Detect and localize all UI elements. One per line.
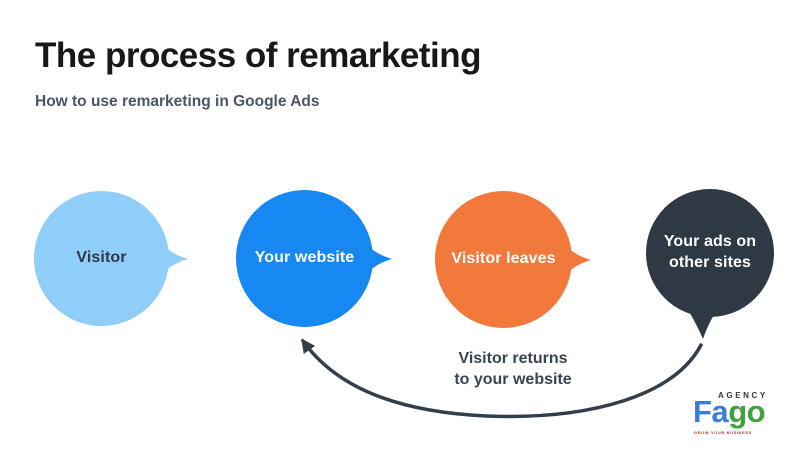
logo-agency-text: AGENCY	[718, 391, 768, 400]
return-note: Visitor returns to your website	[433, 348, 593, 390]
visitor-leaves-label: Visitor leaves	[451, 250, 556, 268]
your-website-label: Your website	[254, 249, 355, 267]
your-website-circle: Your website	[236, 190, 373, 327]
your-website-bubble-tail	[366, 244, 392, 274]
your-ads-circle: Your ads on other sites	[646, 189, 774, 317]
bubble-visitor-leaves: Visitor leaves	[435, 191, 591, 328]
bubble-your-website: Your website	[236, 190, 392, 327]
logo-brand-part1: Fa	[693, 394, 729, 429]
return-note-line2: to your website	[454, 371, 572, 389]
return-note-line1: Visitor returns	[458, 350, 568, 367]
visitor-circle: Visitor	[34, 191, 169, 326]
your-ads-bubble-tail	[683, 301, 723, 339]
page-title: The process of remarketing	[35, 36, 482, 75]
bubble-your-ads: Your ads on other sites	[646, 189, 774, 339]
visitor-label: Visitor	[76, 249, 127, 267]
logo-tagline: GROW YOUR BUSINESS	[694, 430, 752, 435]
logo-brand-text: Fago	[693, 394, 766, 429]
bubble-visitor: Visitor	[34, 191, 188, 326]
visitor-bubble-tail	[162, 244, 188, 274]
logo-brand-part2: go	[728, 394, 766, 429]
your-ads-label: Your ads on other sites	[663, 233, 757, 271]
fago-agency-logo: AGENCY Fago GROW YOUR BUSINESS	[693, 388, 788, 438]
page-subtitle: How to use remarketing in Google Ads	[35, 93, 320, 110]
visitor-leaves-circle: Visitor leaves	[435, 191, 572, 328]
visitor-leaves-bubble-tail	[565, 245, 591, 275]
